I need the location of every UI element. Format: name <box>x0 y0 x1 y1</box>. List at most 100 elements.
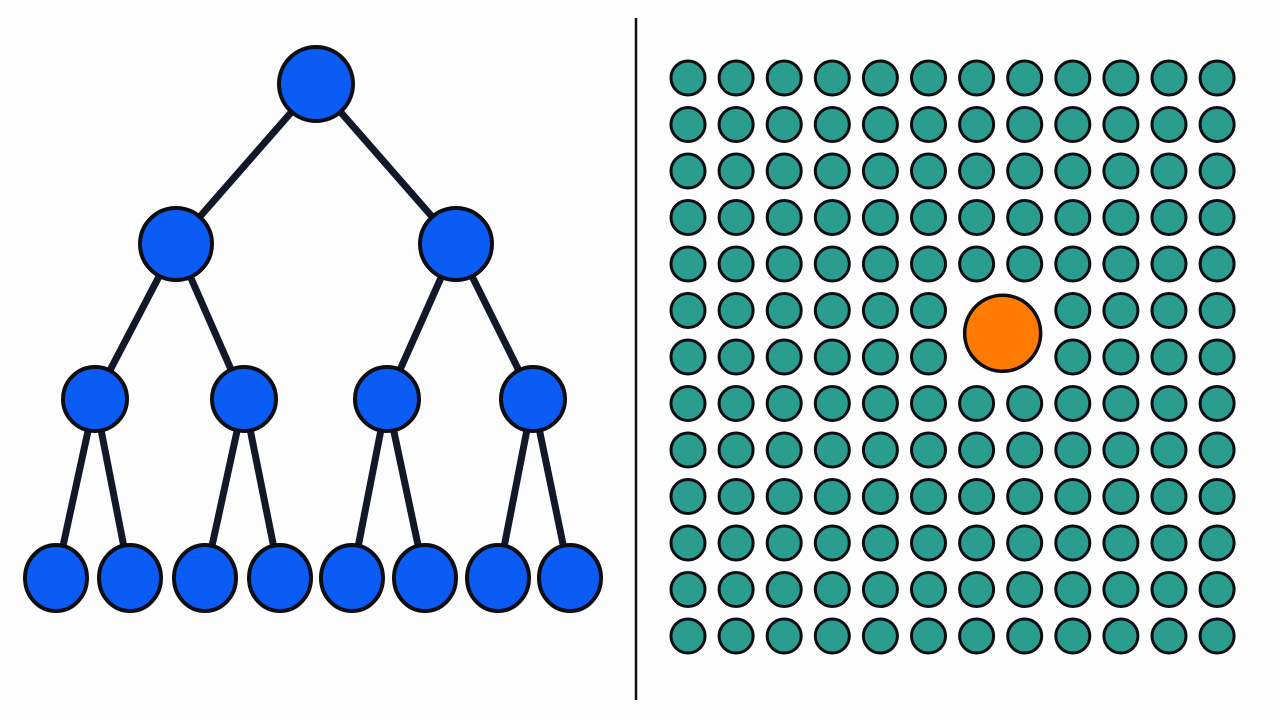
grid-dot <box>765 338 803 376</box>
grid-dot <box>1198 571 1236 608</box>
grid-dot <box>717 106 755 143</box>
grid-dot <box>669 199 707 236</box>
grid-dot <box>861 59 899 97</box>
grid-dot <box>861 199 899 236</box>
grid-dot <box>1054 292 1092 329</box>
tree-node <box>172 543 238 613</box>
grid-dot <box>765 385 803 422</box>
grid-dot <box>1102 617 1140 655</box>
grid-dot <box>861 152 899 190</box>
grid-dot <box>717 59 755 97</box>
grid-dot <box>717 292 755 329</box>
grid-dot <box>1198 152 1236 190</box>
grid-dot <box>861 617 899 655</box>
grid-dot <box>1054 478 1092 515</box>
tree-node <box>277 45 355 123</box>
grid-dot <box>958 431 996 469</box>
grid-dot <box>910 478 947 515</box>
grid-dot <box>1054 152 1092 190</box>
dot-grid-panel <box>669 59 1236 655</box>
grid-dot <box>765 199 803 236</box>
grid-dot <box>1198 478 1236 515</box>
grid-dot <box>1054 571 1092 608</box>
tree-node <box>23 543 89 613</box>
tree-node <box>319 543 385 613</box>
grid-dot <box>813 431 851 469</box>
grid-dot <box>861 524 899 562</box>
grid-dot <box>910 106 947 143</box>
grid-dot <box>1150 478 1188 515</box>
grid-dot <box>717 338 755 376</box>
grid-dot <box>1198 385 1236 422</box>
grid-dot <box>910 385 947 422</box>
grid-dot <box>1198 431 1236 469</box>
grid-dot <box>717 431 755 469</box>
grid-dot <box>1198 59 1236 97</box>
tree-node <box>247 543 313 613</box>
grid-dot <box>669 571 707 608</box>
grid-dot <box>1102 431 1140 469</box>
grid-dot <box>1150 338 1188 376</box>
grid-dot <box>861 106 899 143</box>
grid-dot <box>910 199 947 236</box>
highlighted-dot <box>962 293 1043 373</box>
grid-dot <box>910 245 947 283</box>
grid-dot <box>1102 292 1140 329</box>
grid-dot <box>910 152 947 190</box>
grid-dot <box>813 385 851 422</box>
grid-dot <box>1006 199 1044 236</box>
grid-dot <box>1150 152 1188 190</box>
grid-dot <box>765 478 803 515</box>
grid-dot <box>1054 106 1092 143</box>
tree-nodes <box>23 45 603 613</box>
grid-dot <box>1198 524 1236 562</box>
grid-dot <box>1198 292 1236 329</box>
grid-dot <box>958 385 996 422</box>
grid-dot <box>765 431 803 469</box>
grid-dot <box>717 245 755 283</box>
grid-dot <box>813 152 851 190</box>
grid-dot <box>1102 478 1140 515</box>
grid-dot <box>813 59 851 97</box>
grid-dot <box>669 478 707 515</box>
grid-dot <box>1102 524 1140 562</box>
grid-dot <box>813 571 851 608</box>
grid-dot <box>669 431 707 469</box>
grid-dot <box>1150 106 1188 143</box>
tree-node <box>499 365 567 433</box>
grid-dot <box>717 478 755 515</box>
grid-dot <box>1102 245 1140 283</box>
grid-dot <box>958 617 996 655</box>
grid-dot <box>910 524 947 562</box>
grid-dot <box>861 338 899 376</box>
grid-dot <box>910 292 947 329</box>
tree-node <box>465 543 531 613</box>
grid-dot <box>1150 524 1188 562</box>
grid-dot <box>765 59 803 97</box>
grid-dot <box>1054 385 1092 422</box>
tree-node <box>210 365 278 433</box>
grid-dot <box>910 617 947 655</box>
grid-dot <box>813 199 851 236</box>
grid-dot <box>717 385 755 422</box>
grid-dot <box>910 338 947 376</box>
grid-dot <box>813 338 851 376</box>
grid-dot <box>958 106 996 143</box>
grid-dot <box>1006 106 1044 143</box>
grid-dot <box>669 245 707 283</box>
grid-dot <box>1006 385 1044 422</box>
grid-dot <box>813 106 851 143</box>
grid-dot <box>1006 571 1044 608</box>
grid-dot <box>813 245 851 283</box>
grid-dot <box>717 571 755 608</box>
grid-dot <box>1102 106 1140 143</box>
tree-node <box>537 543 603 613</box>
grid-dot <box>813 617 851 655</box>
grid-dot <box>861 385 899 422</box>
grid-dot <box>1054 59 1092 97</box>
grid-dot <box>958 59 996 97</box>
grid-dot <box>1150 245 1188 283</box>
grid-dot <box>910 59 947 97</box>
grid-dot <box>1006 59 1044 97</box>
grid-dot <box>813 292 851 329</box>
